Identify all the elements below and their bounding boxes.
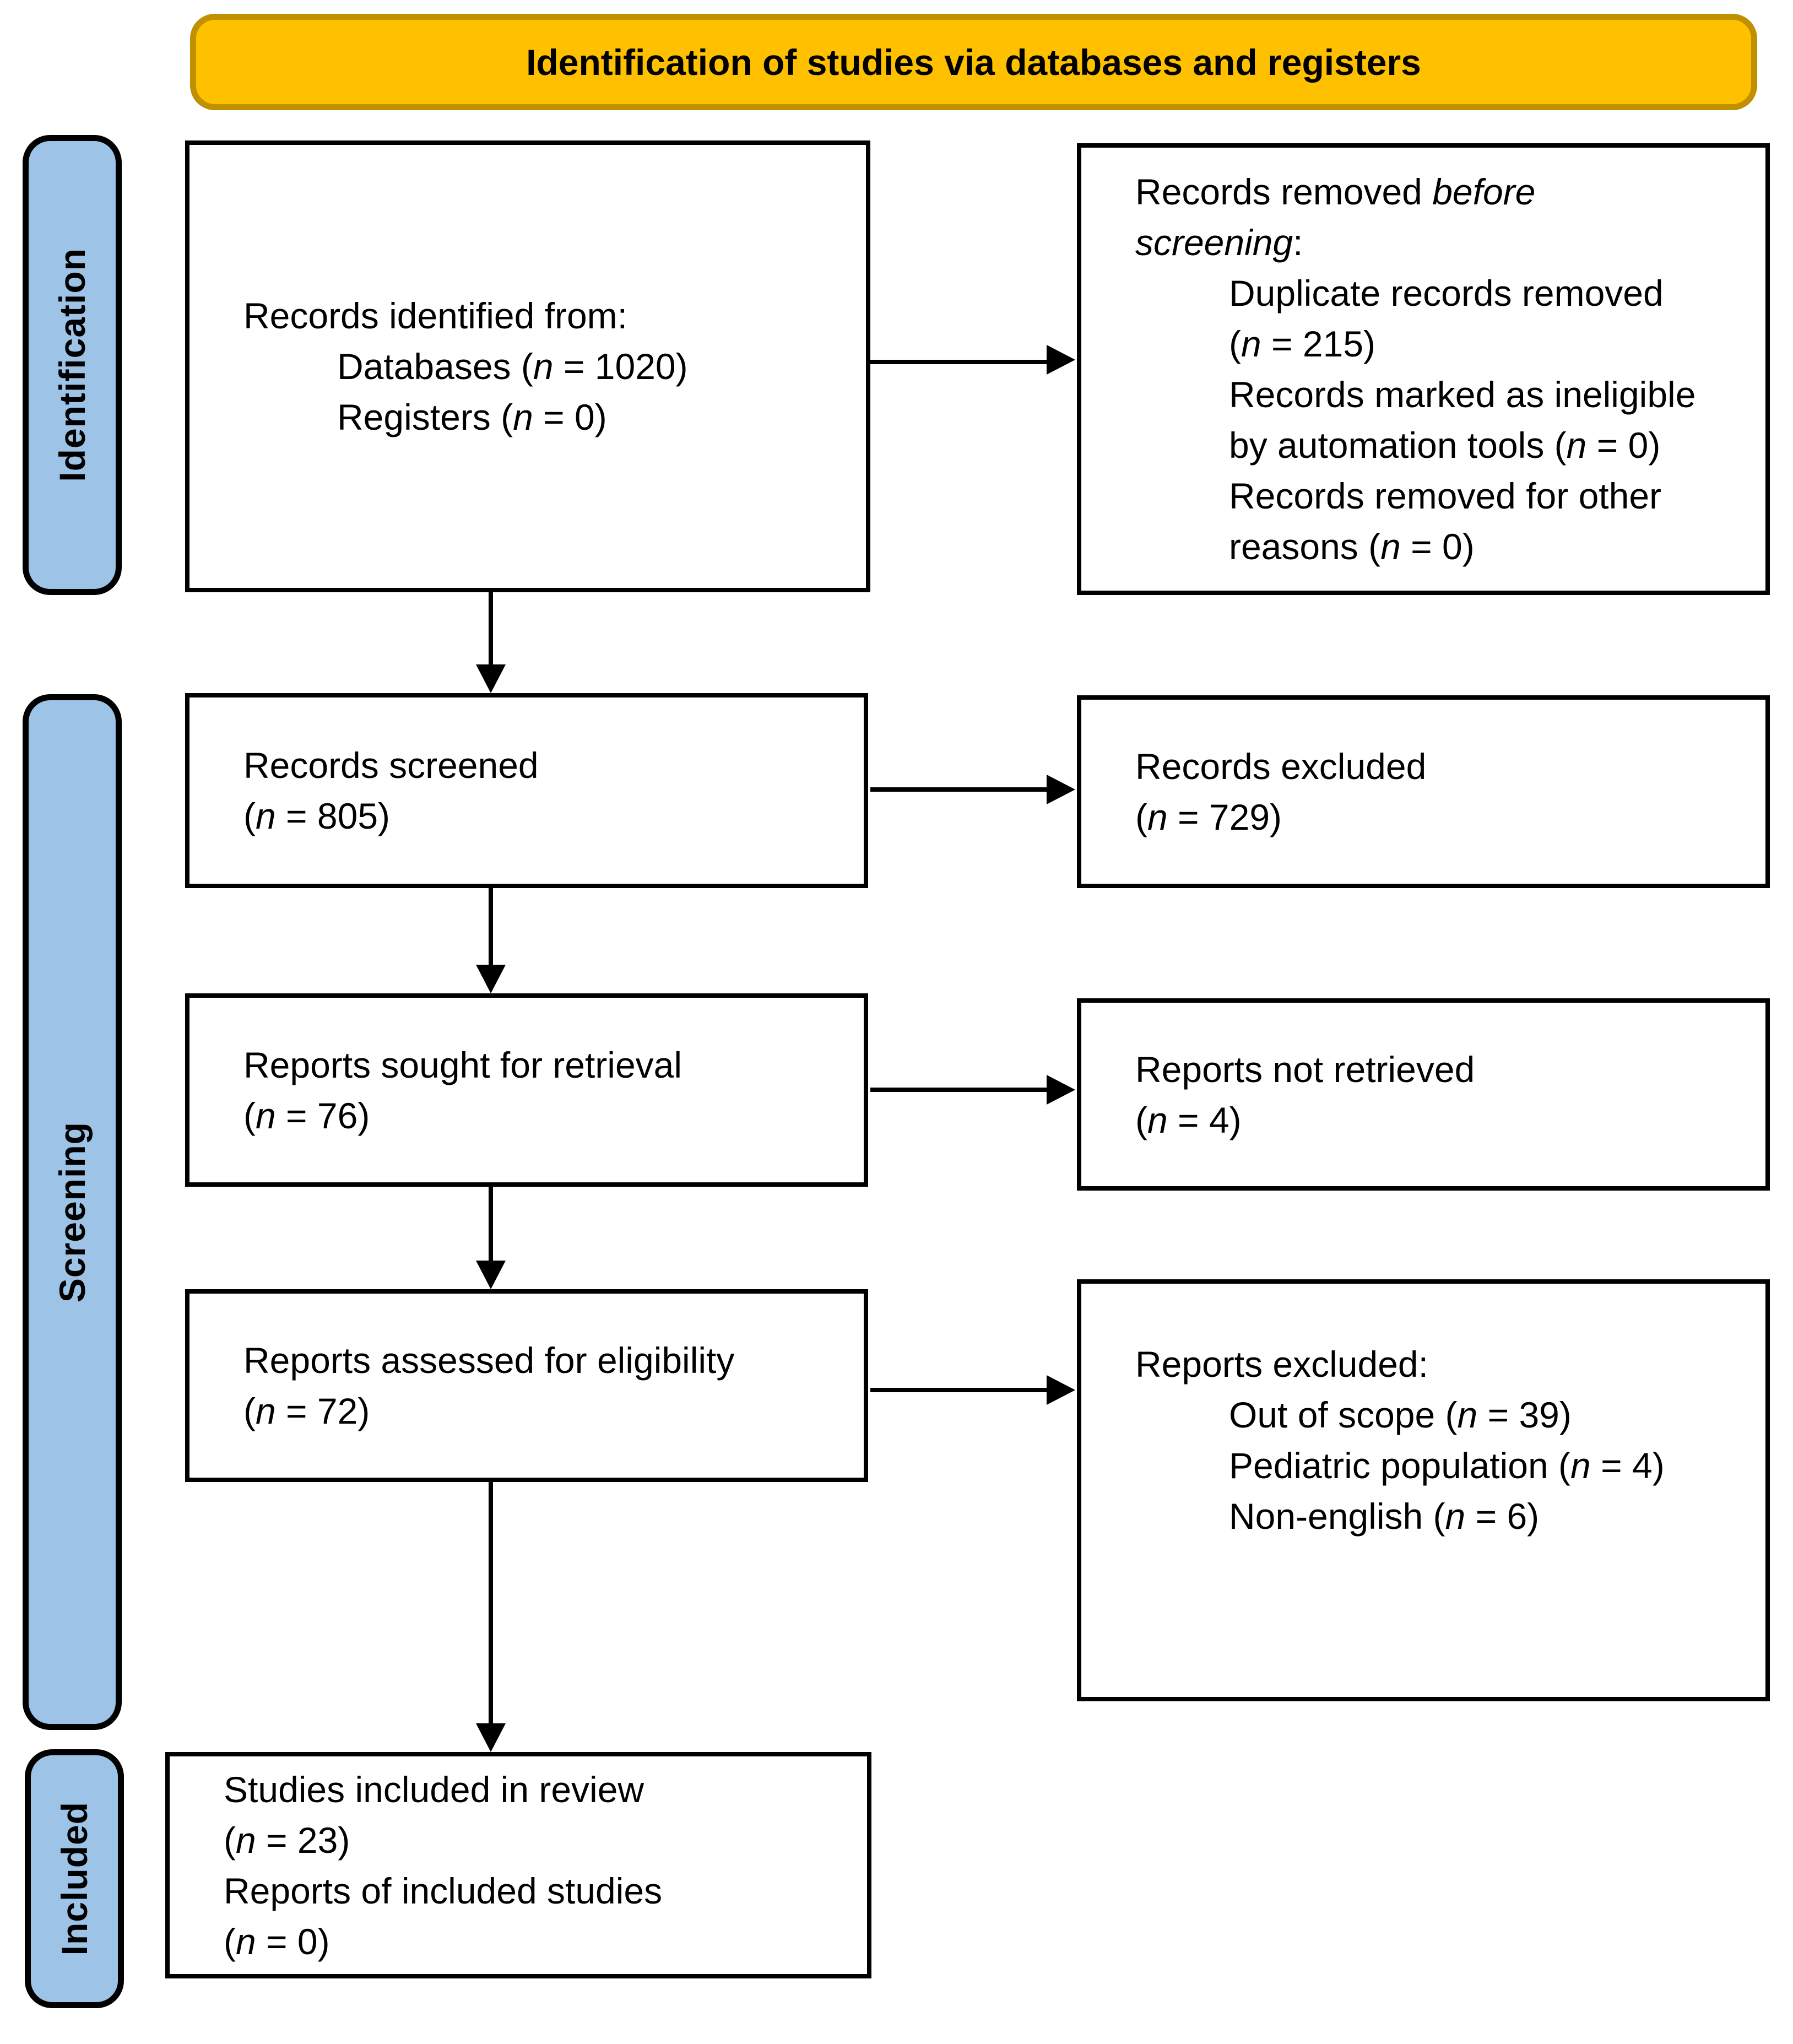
box-text-line: (n = 729) xyxy=(1135,797,1282,837)
arrow-down-head-icon xyxy=(476,1261,506,1289)
box-text-line: Non-english (n = 6) xyxy=(1229,1496,1540,1537)
arrow-right-head-icon xyxy=(1047,1375,1075,1405)
arrow-shaft xyxy=(870,787,1048,792)
box-reports-assessed-for-eligibility: Reports assessed for eligibility (n = 72) xyxy=(185,1289,868,1482)
box-text-line: (n = 76) xyxy=(243,1095,370,1136)
box-text-line: (n = 215) xyxy=(1229,323,1376,364)
box-records-excluded: Records excluded (n = 729) xyxy=(1077,695,1770,888)
stage-screening: Screening xyxy=(23,694,122,1730)
box-text-line: Duplicate records removed xyxy=(1229,273,1664,313)
box-text-line: reasons (n = 0) xyxy=(1229,526,1475,567)
box-text-line: (n = 805) xyxy=(243,796,391,836)
arrow-shaft xyxy=(870,1088,1048,1092)
box-text-line: Reports not retrieved xyxy=(1135,1048,1475,1090)
box-text-line: Records screened xyxy=(243,745,539,786)
arrow-shaft xyxy=(489,1187,493,1261)
arrow-shaft xyxy=(870,360,1048,364)
arrow-shaft xyxy=(489,888,493,965)
box-text-line: Records excluded xyxy=(1135,746,1427,787)
arrow-down-head-icon xyxy=(476,965,506,993)
stage-included-label: Included xyxy=(54,1802,95,1956)
box-text-line: (n = 0) xyxy=(224,1921,330,1962)
banner: Identification of studies via databases … xyxy=(190,14,1757,110)
box-text-line: Reports sought for retrieval xyxy=(243,1044,682,1085)
arrow-right-head-icon xyxy=(1047,345,1075,375)
box-text-line: (n = 72) xyxy=(243,1391,370,1431)
stage-screening-label: Screening xyxy=(52,1121,93,1303)
arrow-right-head-icon xyxy=(1047,775,1075,804)
banner-title: Identification of studies via databases … xyxy=(526,41,1421,83)
arrow-shaft xyxy=(489,1482,493,1723)
stage-included: Included xyxy=(25,1749,124,2008)
box-text-line: screening: xyxy=(1135,222,1303,263)
box-text-line: Reports of included studies xyxy=(224,1870,663,1911)
box-text-line: Databases (n = 1020) xyxy=(337,346,688,387)
arrow-shaft xyxy=(489,592,493,664)
box-reports-excluded: Reports excluded: Out of scope (n = 39) Pe… xyxy=(1077,1279,1770,1701)
box-text-line: (n = 4) xyxy=(1135,1099,1242,1140)
box-records-screened: Records screened (n = 805) xyxy=(185,693,868,888)
box-text-line: Records removed for other xyxy=(1229,475,1662,516)
arrow-shaft xyxy=(870,1388,1048,1392)
box-records-identified: Records identified from: Databases (n = 1… xyxy=(185,140,870,592)
box-text-line: Records marked as ineligible xyxy=(1229,374,1696,415)
box-text-line: Records removed before xyxy=(1135,171,1536,212)
box-text-line: by automation tools (n = 0) xyxy=(1229,425,1661,466)
box-reports-sought-for-retrieval: Reports sought for retrieval (n = 76) xyxy=(185,993,868,1187)
box-records-removed-before-screening: Records removed before screening: Duplicat… xyxy=(1077,143,1770,595)
arrow-down-head-icon xyxy=(476,1723,506,1752)
box-text-line: Pediatric population (n = 4) xyxy=(1229,1445,1665,1486)
box-text-line: Reports assessed for eligibility xyxy=(243,1340,735,1381)
box-text-line: Registers (n = 0) xyxy=(337,397,607,437)
box-text-line: Records identified from: xyxy=(243,295,627,336)
box-reports-not-retrieved: Reports not retrieved (n = 4) xyxy=(1077,998,1770,1191)
box-studies-included-in-review: Studies included in review (n = 23) Report… xyxy=(165,1752,871,1978)
stage-identification: Identification xyxy=(23,135,122,595)
box-text-line: Studies included in review xyxy=(224,1769,644,1810)
box-text-line: Out of scope (n = 39) xyxy=(1229,1394,1572,1435)
arrow-down-head-icon xyxy=(476,664,506,693)
box-text-line: (n = 23) xyxy=(224,1819,350,1861)
stage-identification-label: Identification xyxy=(52,248,93,482)
arrow-right-head-icon xyxy=(1047,1075,1075,1105)
box-text-line: Reports excluded: xyxy=(1135,1344,1428,1385)
